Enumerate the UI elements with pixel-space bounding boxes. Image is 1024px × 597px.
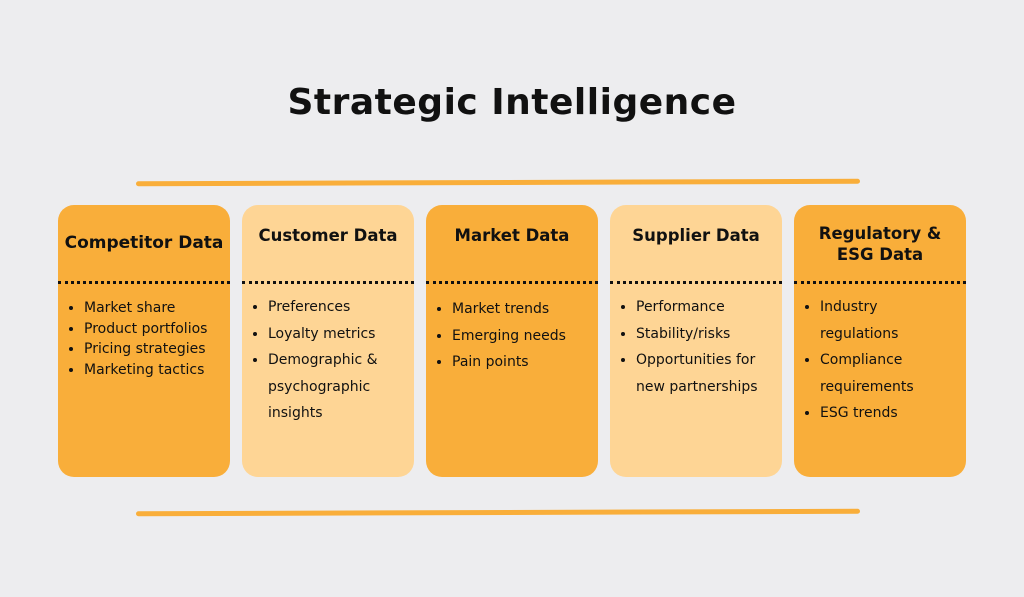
card-title: Customer Data — [258, 226, 398, 245]
list-item: Performance — [636, 294, 778, 321]
card-title: Supplier Data — [632, 226, 760, 245]
list-item: Preferences — [268, 294, 400, 321]
list-item: Opportunities for new partnerships — [636, 347, 778, 400]
card-title: Regulatory & ESG Data — [818, 224, 942, 264]
dotted-separator — [610, 281, 782, 284]
list-item: ESG trends — [820, 400, 942, 427]
bottom-divider — [135, 508, 861, 517]
list-item: Stability/risks — [636, 321, 778, 348]
list-item: Emerging needs — [452, 323, 590, 350]
list-item: Market share — [84, 298, 222, 319]
list-item: Demographic & psychographic insights — [268, 347, 400, 427]
dotted-separator — [426, 281, 598, 284]
list-item: Pricing strategies — [84, 339, 222, 360]
card-customer-data: Customer Data Preferences Loyalty metric… — [242, 205, 414, 477]
list-item: Loyalty metrics — [268, 321, 400, 348]
card-title: Competitor Data — [64, 232, 224, 253]
dotted-separator — [242, 281, 414, 284]
top-divider — [135, 178, 861, 187]
card-market-data: Market Data Market trends Emerging needs… — [426, 205, 598, 477]
list-item: Compliance requirements — [820, 347, 942, 400]
dotted-separator — [794, 281, 966, 284]
list-item: Product portfolios — [84, 319, 222, 340]
list-item: Marketing tactics — [84, 360, 222, 381]
list-item: Industry regulations — [820, 294, 942, 347]
card-supplier-data: Supplier Data Performance Stability/risk… — [610, 205, 782, 477]
card-regulatory-esg-data: Regulatory & ESG Data Industry regulatio… — [794, 205, 966, 477]
list-item: Market trends — [452, 296, 590, 323]
card-competitor-data: Competitor Data Market share Product por… — [58, 205, 230, 477]
page-title: Strategic Intelligence — [287, 82, 737, 123]
card-title: Market Data — [454, 226, 570, 245]
list-item: Pain points — [452, 349, 590, 376]
dotted-separator — [58, 281, 230, 284]
